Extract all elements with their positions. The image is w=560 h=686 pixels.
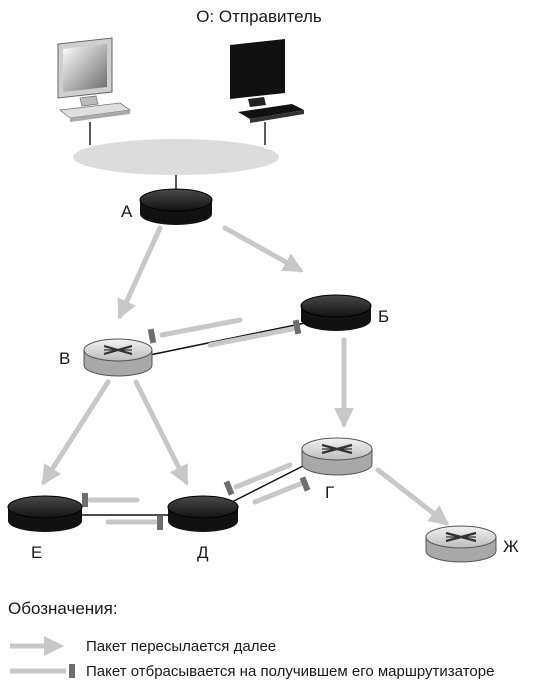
drop-marker xyxy=(147,328,157,344)
legend-drop-arrow xyxy=(10,664,75,678)
link-d-g xyxy=(229,464,306,504)
drop-marker xyxy=(223,480,235,496)
forward-arrows xyxy=(41,225,450,526)
drop-markers xyxy=(82,319,311,530)
computer-icon xyxy=(230,39,304,123)
arrow-a-b xyxy=(222,225,304,273)
arrow-d-g-dropped xyxy=(252,481,303,505)
legend-forward-text: Пакет пересылается далее xyxy=(86,638,276,655)
arrow-g-d-dropped xyxy=(233,462,293,490)
router-icon xyxy=(425,525,497,563)
node-label-g: Г xyxy=(325,483,334,502)
node-label-a: А xyxy=(121,202,133,221)
arrow-g-zh xyxy=(375,467,450,526)
node-label-v: В xyxy=(59,349,70,368)
computer-icon xyxy=(57,37,132,122)
legend-drop-text: Пакет отбрасывается на получившем его ма… xyxy=(86,663,494,680)
drop-marker xyxy=(292,319,302,335)
link-v-b xyxy=(139,322,306,358)
arrow-v-d xyxy=(133,379,189,486)
arrow-a-v xyxy=(117,225,163,320)
drop-marker xyxy=(299,476,311,492)
router-icon xyxy=(7,495,83,532)
legend-title: Обозначения: xyxy=(8,599,118,618)
router-icon xyxy=(301,437,373,476)
sender-label: О: Отправитель xyxy=(196,7,322,26)
node-label-e: Е xyxy=(31,543,42,562)
node-label-d: Д xyxy=(197,543,209,562)
router-icon xyxy=(300,294,372,331)
drop-marker xyxy=(82,493,88,507)
node-label-b: Б xyxy=(378,307,389,326)
router-icon xyxy=(139,188,213,225)
lan-cloud xyxy=(73,139,279,175)
links xyxy=(80,322,306,516)
router-icon xyxy=(83,338,153,377)
arrow-v-b-dropped xyxy=(207,326,295,348)
drop-marker xyxy=(157,516,163,530)
node-label-zh: Ж xyxy=(503,537,519,556)
sender-lan xyxy=(73,122,279,195)
arrow-v-e xyxy=(41,379,111,486)
arrow-b-v-dropped xyxy=(159,317,243,338)
router-icon xyxy=(167,495,239,532)
